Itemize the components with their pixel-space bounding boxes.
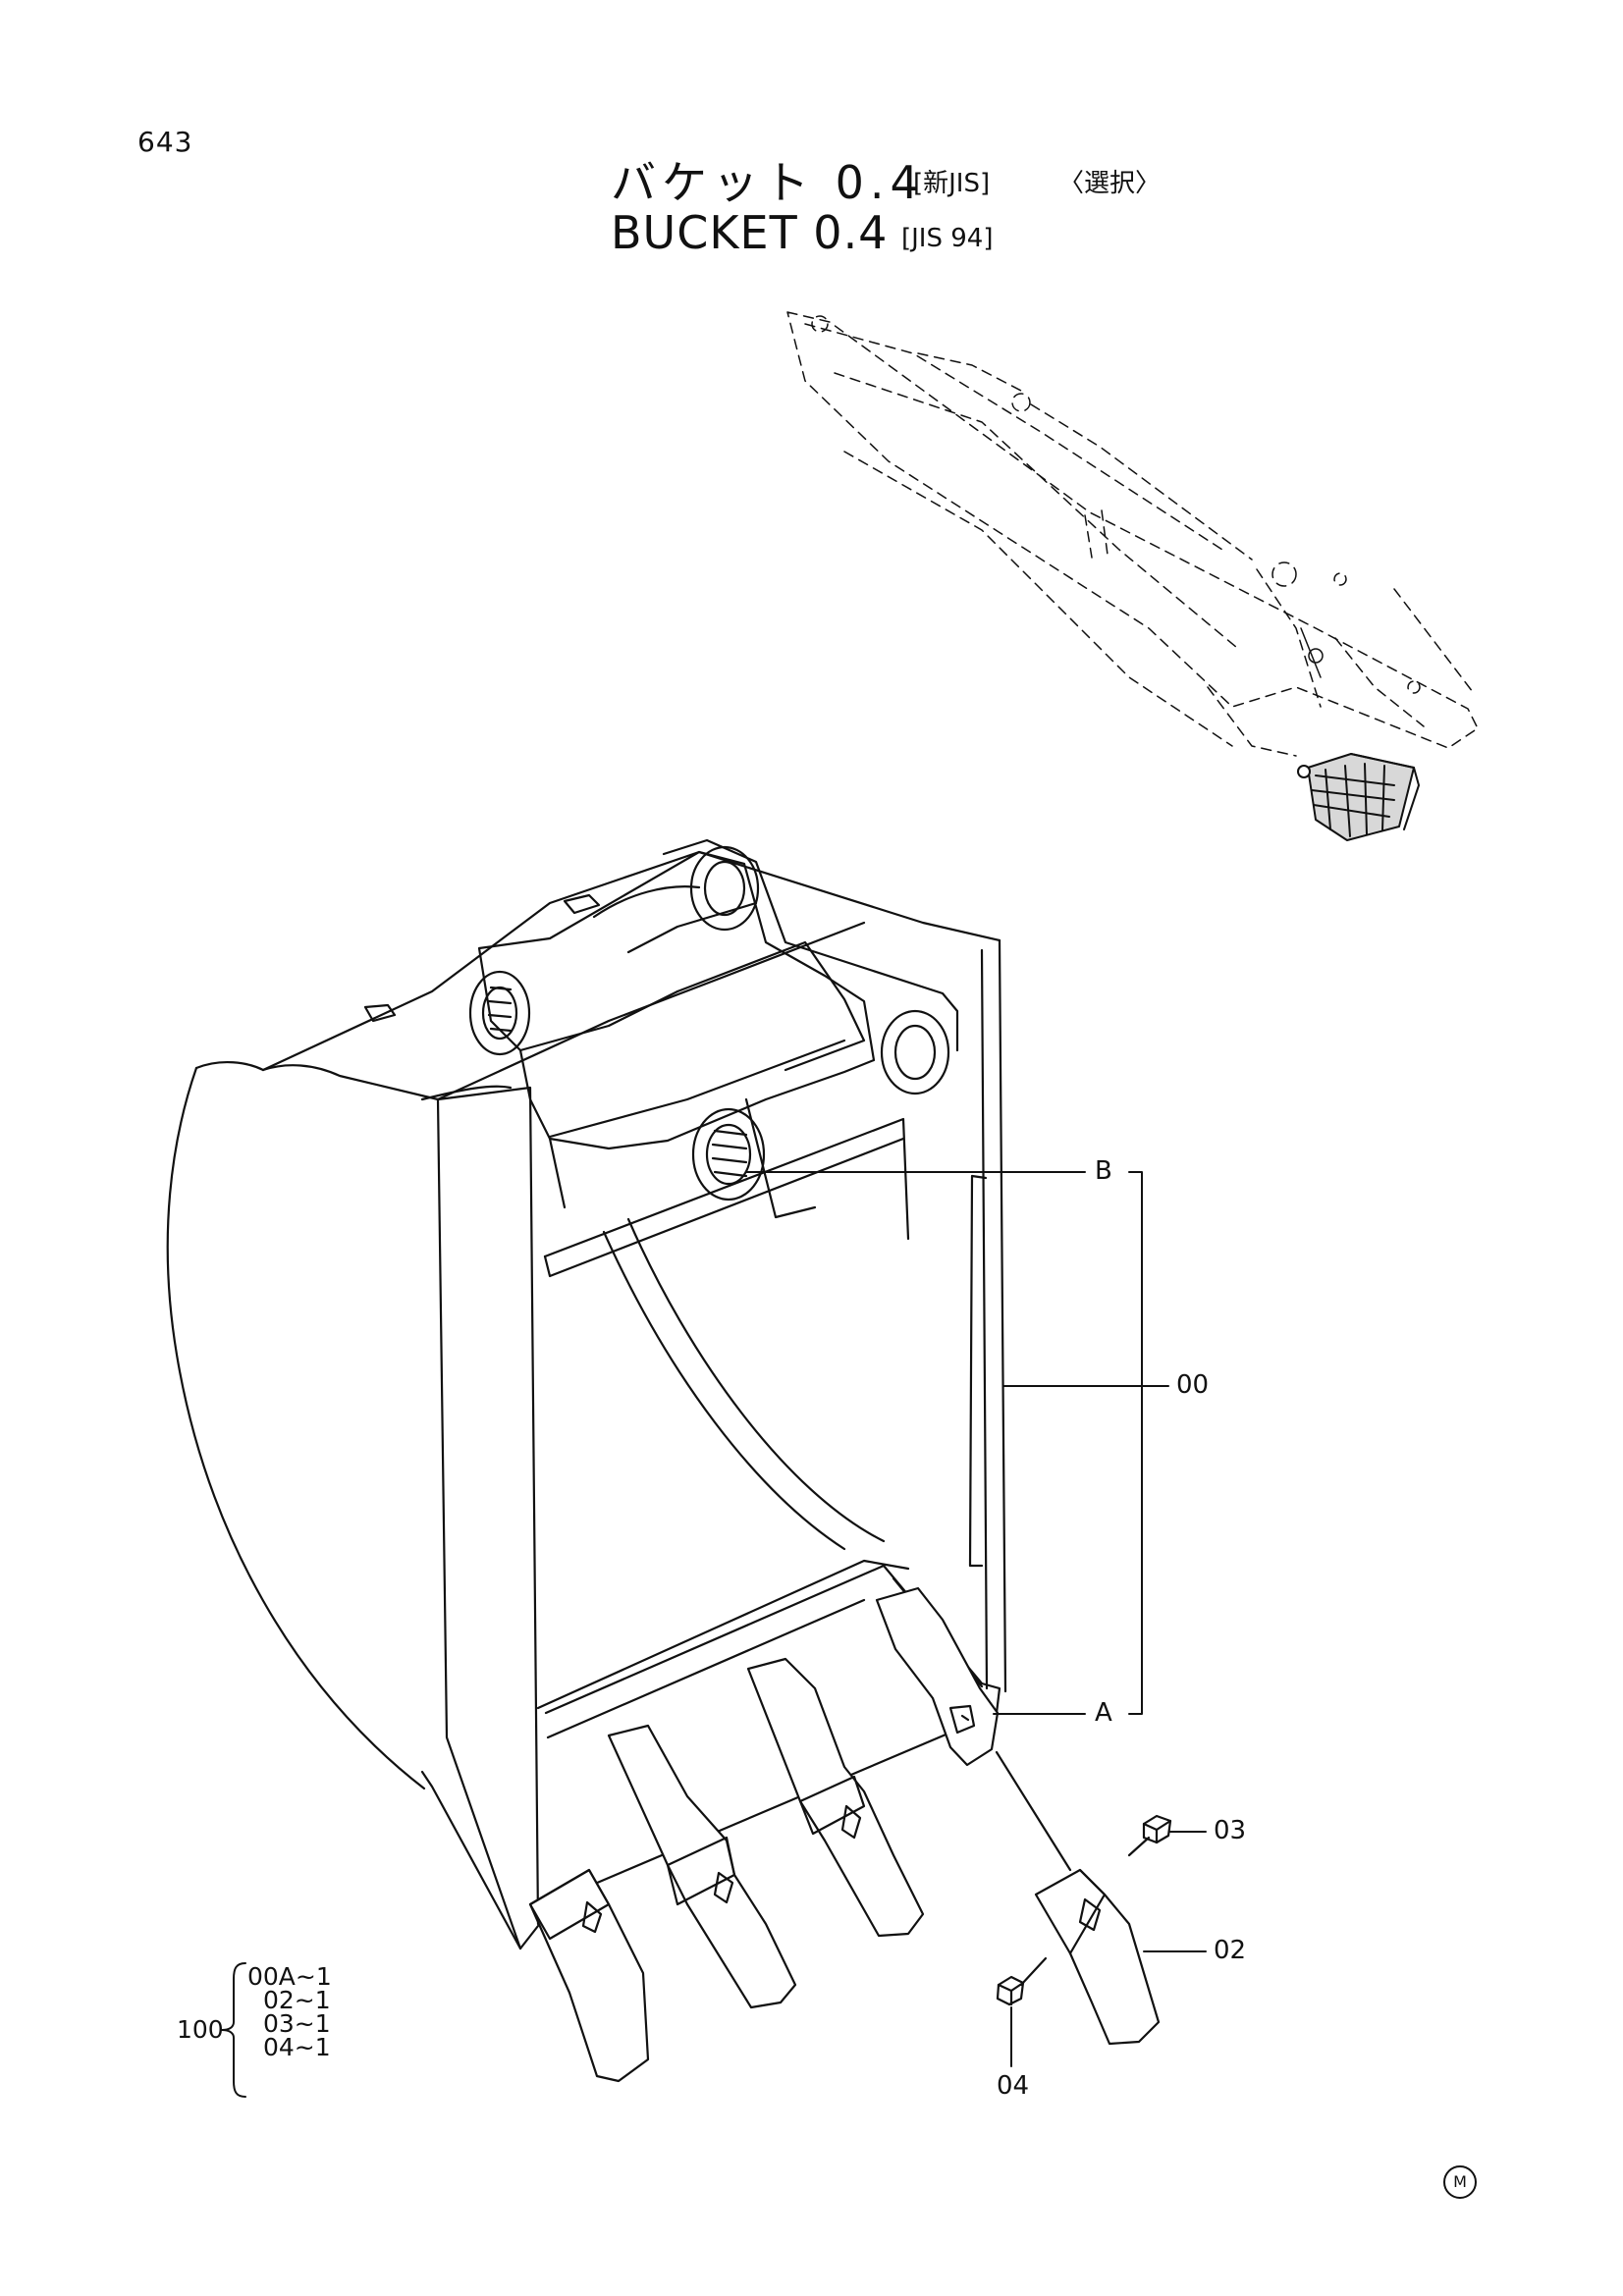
callout-00: 00 [1176,1370,1210,1400]
callout-04: 04 [997,2071,1030,2101]
callout-a: A [1095,1698,1112,1728]
exploded-tooth-assembly [995,1750,1172,2046]
arm-locator-illustration [786,311,1479,757]
callout-02: 02 [1214,1936,1247,1965]
kit-item: 04~1 [263,2033,331,2061]
title-japanese: バケット 0.4 [611,156,925,209]
kit-item: 02~1 [263,1986,331,2014]
callout-03: 03 [1214,1816,1247,1845]
bucket-body [166,850,1007,1950]
title-japanese-tag: [新JIS] [913,169,991,198]
title-english: BUCKET 0.4 [611,206,889,259]
callout-leaders [221,1171,1207,2098]
callout-b: B [1095,1156,1112,1186]
kit-item: 03~1 [263,2009,331,2038]
kit-item: 00A~1 [247,1962,332,1991]
bucket-bracket-plates [477,838,959,1219]
arm-cylinder-rod [1300,627,1324,678]
bucket-pin-bosses [468,845,950,1201]
locator-bucket-highlight [1297,753,1420,841]
page-number: 643 [137,126,193,158]
kit-number: 100 [177,2015,224,2044]
bucket-teeth [528,1586,1000,2083]
title-english-tag: [JIS 94] [901,224,994,253]
title-japanese-option: 〈選択〉 [1058,169,1162,198]
circled-m-mark: M [1443,2165,1477,2199]
